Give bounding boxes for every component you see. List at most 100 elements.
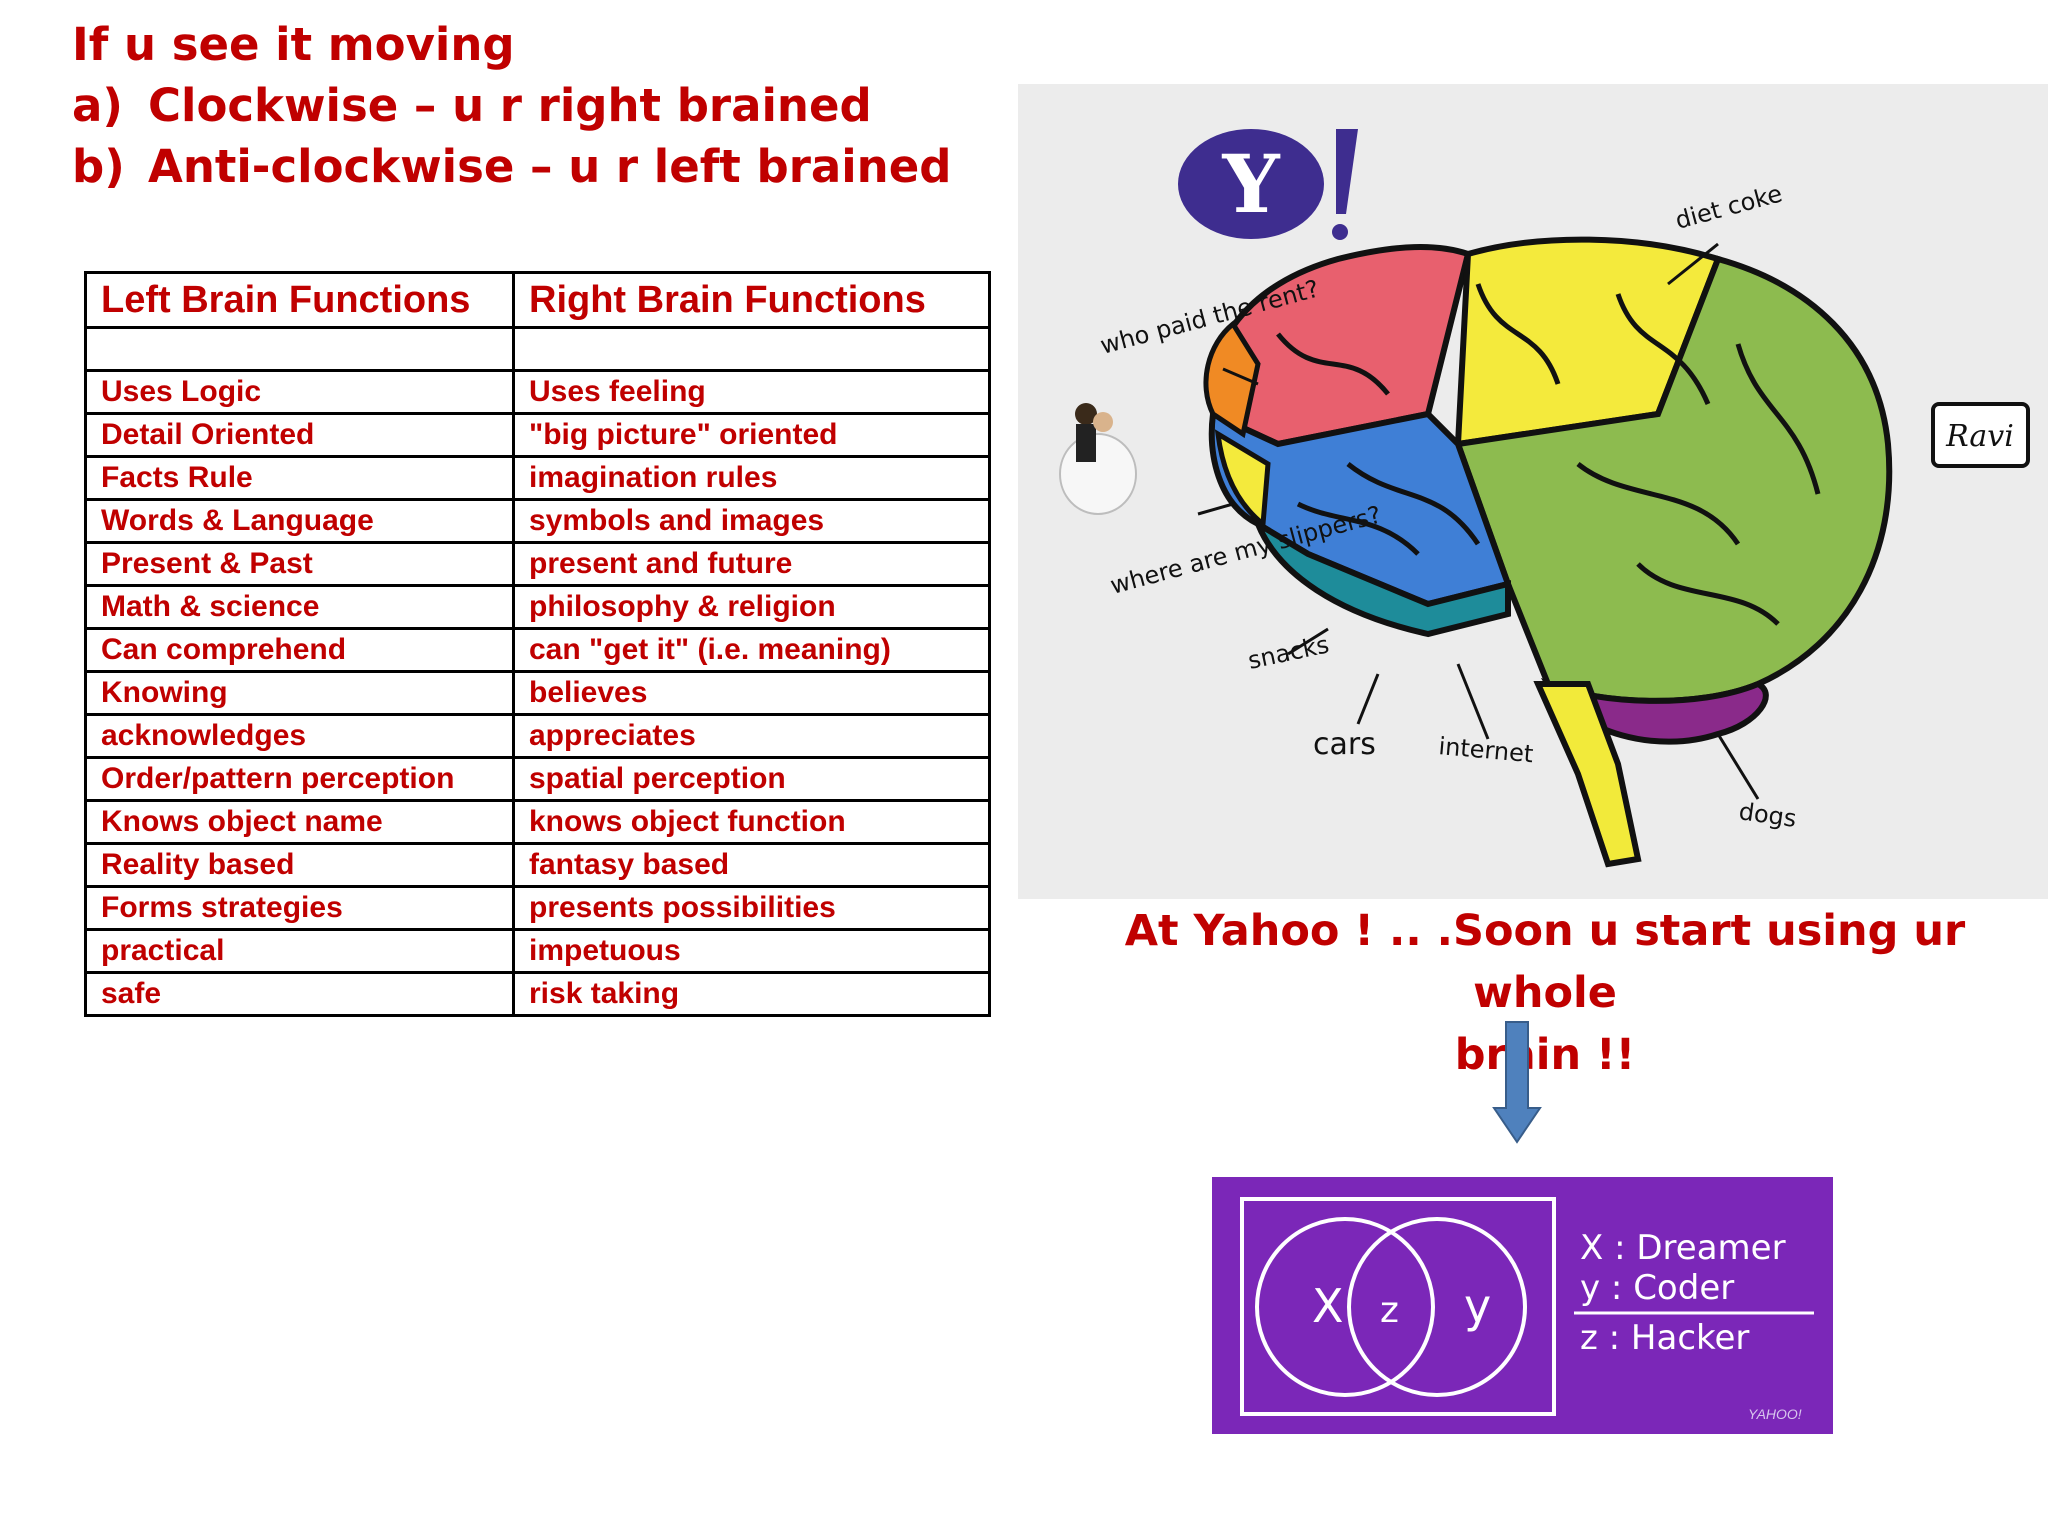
cell-left: acknowledges — [84, 713, 515, 759]
lower-temporal — [1251, 516, 1511, 638]
wedding-figurine-icon — [1059, 403, 1137, 515]
legend-line-3: z : Hacker — [1580, 1318, 1749, 1358]
down-arrow-icon — [1492, 1020, 1542, 1150]
cell-right: spatial perception — [512, 756, 991, 802]
cell-right — [512, 326, 991, 372]
logo-letter: Y — [1221, 137, 1280, 231]
venn-circle-y — [1347, 1217, 1527, 1397]
leader-internet — [1456, 663, 1490, 740]
brain-folds — [1276, 283, 1821, 626]
heading-block: If u see it moving a)Clockwise – u r rig… — [72, 14, 951, 197]
bride-head — [1093, 412, 1113, 432]
yahoo-brand-mark: YAHOO! — [1748, 1406, 1802, 1422]
cell-left: safe — [84, 971, 515, 1017]
venn-label-y: y — [1464, 1279, 1491, 1333]
arrow-shape — [1492, 1021, 1542, 1144]
option-b: b) Anti-clockwise – u r left brained — [72, 136, 951, 197]
option-a-text: Clockwise – u r right brained — [148, 79, 872, 132]
venn-diagram: X z y X : Dreamer y : Coder z : Hacker Y… — [1212, 1177, 1833, 1434]
table-header-row: Left Brain Functions Right Brain Functio… — [84, 271, 991, 329]
cell-left: Uses Logic — [84, 369, 515, 415]
legend-line-1: X : Dreamer — [1580, 1228, 1786, 1268]
option-b-marker: b) — [72, 140, 125, 193]
table-row: Detail Oriented"big picture" oriented — [84, 412, 991, 458]
venn-label-x: X — [1312, 1279, 1344, 1333]
cell-right: believes — [512, 670, 991, 716]
venn-background — [1212, 1177, 1833, 1434]
cell-left: Forms strategies — [84, 885, 515, 931]
option-a: a)Clockwise – u r right brained — [72, 75, 951, 136]
brain-icon — [1203, 236, 1893, 868]
label-cars: cars — [1313, 727, 1376, 762]
cell-right: Uses feeling — [512, 369, 991, 415]
dress — [1059, 433, 1137, 515]
venn-frame — [1240, 1197, 1556, 1416]
caption-line-2: brain !! — [1454, 1030, 1636, 1080]
legend-line-2: y : Coder — [1580, 1268, 1734, 1308]
cell-left: Words & Language — [84, 498, 515, 544]
cell-right: impetuous — [512, 928, 991, 974]
leader-rent — [1222, 367, 1259, 386]
cell-left: Present & Past — [84, 541, 515, 587]
logo-exclaim-dot — [1332, 224, 1348, 240]
cell-left: Knowing — [84, 670, 515, 716]
arrow-svg — [1492, 1021, 1542, 1144]
header-left: Left Brain Functions — [84, 271, 515, 329]
leader-diet-coke — [1667, 242, 1719, 286]
cell-left: Knows object name — [84, 799, 515, 845]
cell-right: imagination rules — [512, 455, 991, 501]
leader-slippers — [1197, 502, 1234, 516]
heading-title: If u see it moving — [72, 18, 515, 71]
caption: At Yahoo ! .. .Soon u start using ur who… — [1060, 900, 2030, 1086]
table-row — [84, 326, 991, 372]
cell-right: knows object function — [512, 799, 991, 845]
annotation-leaders — [1197, 242, 1760, 800]
orange-region — [1203, 320, 1261, 439]
cell-right: present and future — [512, 541, 991, 587]
yahoo-logo-icon: Y — [1178, 129, 1358, 240]
logo-exclaim-bar — [1336, 129, 1358, 214]
groom-head — [1075, 403, 1097, 425]
cell-right: risk taking — [512, 971, 991, 1017]
cell-left: Detail Oriented — [84, 412, 515, 458]
venn-card: X z y X : Dreamer y : Coder z : Hacker Y… — [1212, 1177, 1833, 1434]
header-right: Right Brain Functions — [512, 271, 991, 329]
leader-cars — [1356, 673, 1380, 725]
brain-stem — [1533, 681, 1642, 868]
venn-label-z: z — [1380, 1290, 1399, 1331]
cell-left — [84, 326, 515, 372]
leader-snacks — [1287, 627, 1329, 656]
cell-left: Math & science — [84, 584, 515, 630]
cell-right: symbols and images — [512, 498, 991, 544]
ravi-text: Ravi — [1945, 419, 2014, 454]
option-b-text: Anti-clockwise – u r left brained — [148, 140, 952, 193]
cell-right: can "get it" (i.e. meaning) — [512, 627, 991, 673]
cell-left: Can comprehend — [84, 627, 515, 673]
ravi-label-box: Ravi — [1931, 402, 2030, 468]
leader-dogs — [1716, 733, 1760, 800]
cell-left: practical — [84, 928, 515, 974]
cell-left: Order/pattern perception — [84, 756, 515, 802]
cell-right: appreciates — [512, 713, 991, 759]
caption-line-1: At Yahoo ! .. .Soon u start using ur who… — [1124, 906, 1966, 1018]
venn-circle-x — [1255, 1217, 1435, 1397]
brain-functions-table: Left Brain Functions Right Brain Functio… — [84, 271, 991, 1017]
cell-right: philosophy & religion — [512, 584, 991, 630]
logo-oval — [1178, 129, 1324, 239]
cell-right: presents possibilities — [512, 885, 991, 931]
yellow-front — [1214, 429, 1271, 529]
cell-left: Reality based — [84, 842, 515, 888]
brain-illustration: Y Ravi — [1018, 84, 2048, 899]
